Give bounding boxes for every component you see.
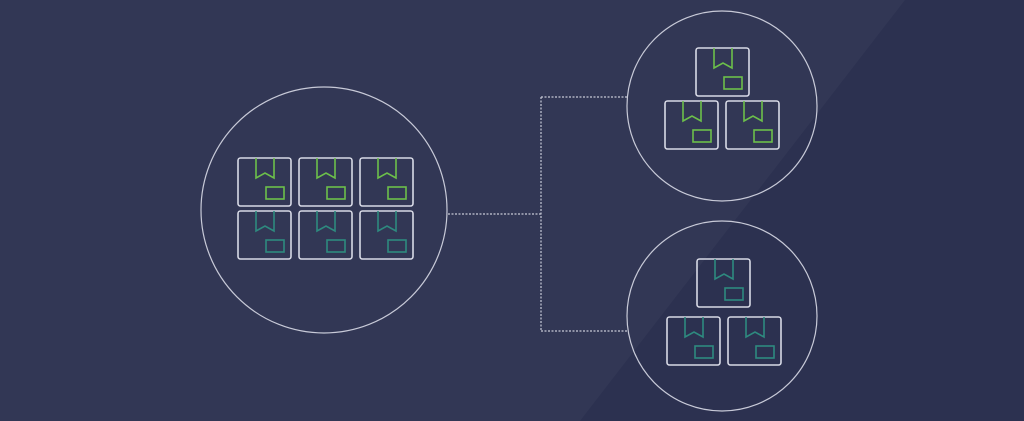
bookmark-tape-icon <box>255 158 275 180</box>
shipping-label-icon <box>326 186 346 200</box>
shipping-label-icon <box>387 186 407 200</box>
shipping-label-icon <box>723 76 743 90</box>
source-circle <box>200 86 448 334</box>
package-box <box>359 157 414 207</box>
package-box <box>725 100 780 150</box>
shipping-label-icon <box>694 345 714 359</box>
box-outline <box>359 157 414 207</box>
box-outline <box>695 47 750 97</box>
connector-lines <box>448 96 628 332</box>
package-box <box>298 157 353 207</box>
box-outline <box>725 100 780 150</box>
box-outline <box>359 210 414 260</box>
box-outline <box>298 157 353 207</box>
shipping-label-icon <box>265 186 285 200</box>
target-bottom-circle <box>626 220 818 412</box>
package-box <box>298 210 353 260</box>
box-outline <box>298 210 353 260</box>
bookmark-tape-icon <box>377 158 397 180</box>
package-box <box>664 100 719 150</box>
package-box <box>727 316 782 366</box>
box-outline <box>696 258 751 308</box>
box-outline <box>666 316 721 366</box>
bookmark-tape-icon <box>745 317 765 339</box>
bookmark-tape-icon <box>316 158 336 180</box>
shipping-label-icon <box>387 239 407 253</box>
shipping-label-icon <box>326 239 346 253</box>
box-outline <box>237 157 292 207</box>
package-box <box>359 210 414 260</box>
bookmark-tape-icon <box>377 211 397 233</box>
shipping-label-icon <box>753 129 773 143</box>
shipping-label-icon <box>692 129 712 143</box>
target-top-circle <box>626 10 818 202</box>
bookmark-tape-icon <box>682 101 702 123</box>
box-outline <box>727 316 782 366</box>
package-box <box>237 210 292 260</box>
bookmark-tape-icon <box>316 211 336 233</box>
shipping-label-icon <box>724 287 744 301</box>
bookmark-tape-icon <box>713 48 733 70</box>
package-box <box>695 47 750 97</box>
bookmark-tape-icon <box>255 211 275 233</box>
package-box <box>237 157 292 207</box>
package-box <box>696 258 751 308</box>
package-box <box>666 316 721 366</box>
bookmark-tape-icon <box>684 317 704 339</box>
box-outline <box>237 210 292 260</box>
bookmark-tape-icon <box>714 259 734 281</box>
shipping-label-icon <box>755 345 775 359</box>
shipping-label-icon <box>265 239 285 253</box>
background-diagonal <box>580 0 1024 421</box>
box-outline <box>664 100 719 150</box>
bookmark-tape-icon <box>743 101 763 123</box>
